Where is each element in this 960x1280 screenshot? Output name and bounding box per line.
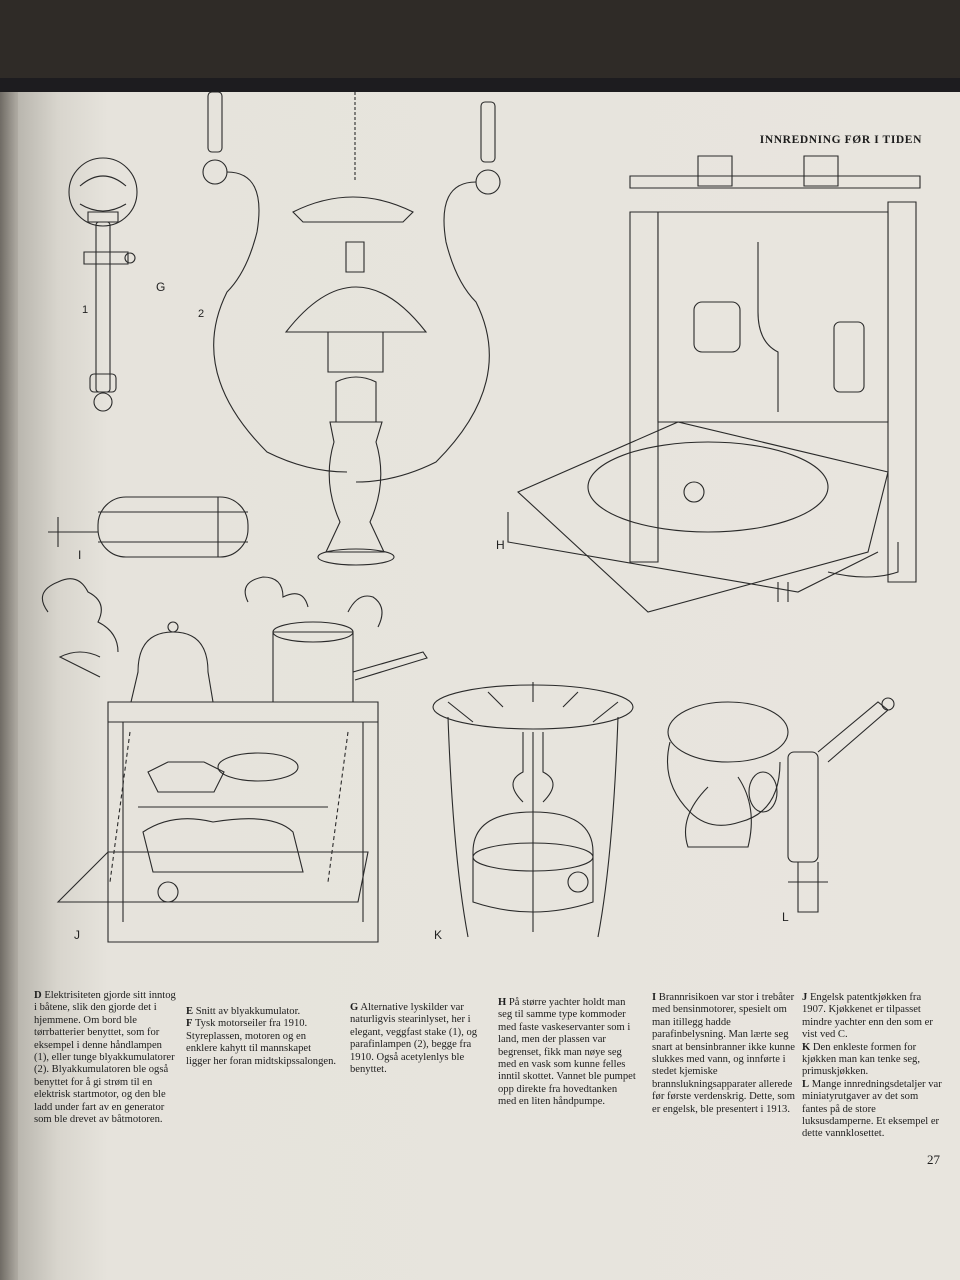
candle-wall-lamp-illustration [69,158,137,411]
figure-label-I: I [78,548,82,562]
caption-D: D Elektrisiteten gjorde sitt inntog i bå… [34,990,176,1126]
caption-E-F: E Snitt av blyakkumulator. F Tysk motors… [186,1006,337,1067]
figure-label-H: H [496,538,505,552]
patent-kitchen-illustration [42,577,427,942]
caption-H: H På større yachter holdt man seg til sa… [498,997,636,1108]
caption-I: I Brannrisikoen var stor i trebåter med … [652,992,795,1115]
page-number: 27 [927,1152,940,1167]
fire-extinguisher-illustration [48,497,248,557]
figure-label-K: K [434,928,443,942]
paraffin-lamp-illustration [203,92,500,565]
caption-G: G Alternative lyskilder var naturligvis … [350,1002,478,1076]
figure-label-J: J [74,928,80,942]
folding-washbasin-illustration [508,156,920,612]
caption-J-K-L: J Engelsk patentkjøkken fra 1907. Kjøkke… [802,992,942,1140]
figure-label-G: G [156,280,166,294]
water-closet-illustration [668,698,895,912]
running-head: INNREDNING FØR I TIDEN [759,134,922,146]
figure-label-G1: 1 [82,304,89,316]
book-page: INNREDNING FØR I TIDEN [18,92,960,1280]
figure-label-L: L [782,910,789,924]
illustrations [18,92,960,1072]
primus-stove-illustration [433,682,633,937]
figure-label-G2: 2 [198,308,205,320]
